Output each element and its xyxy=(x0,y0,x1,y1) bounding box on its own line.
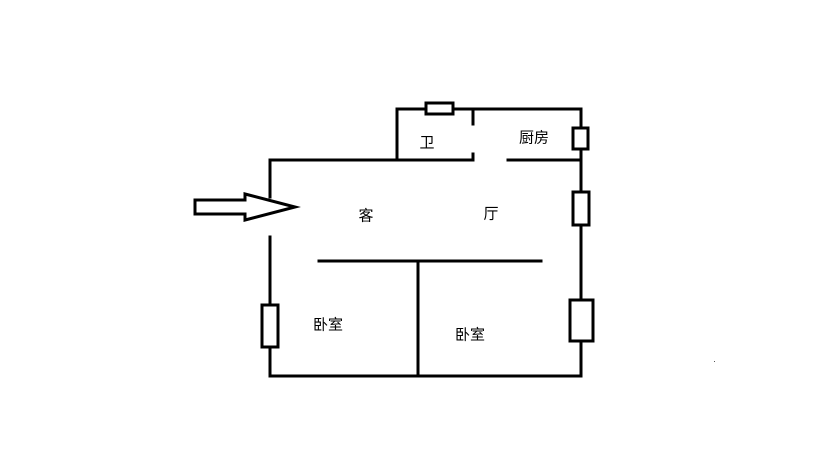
label-bedroom-left: 卧室 xyxy=(312,315,344,334)
window-living-right xyxy=(571,190,591,227)
label-bedroom-right: 卧室 xyxy=(454,325,486,344)
label-kitchen: 厨房 xyxy=(518,128,550,147)
window-kitchen xyxy=(571,126,590,151)
entrance-arrow-icon xyxy=(193,192,301,222)
window-top xyxy=(424,101,455,116)
label-living-2: 厅 xyxy=(483,204,499,223)
dot xyxy=(714,361,715,362)
label-living-1: 客 xyxy=(358,206,374,225)
window-bedroom-right xyxy=(568,298,595,343)
window-bedroom-left xyxy=(260,303,280,349)
label-bathroom: 卫 xyxy=(419,133,435,152)
